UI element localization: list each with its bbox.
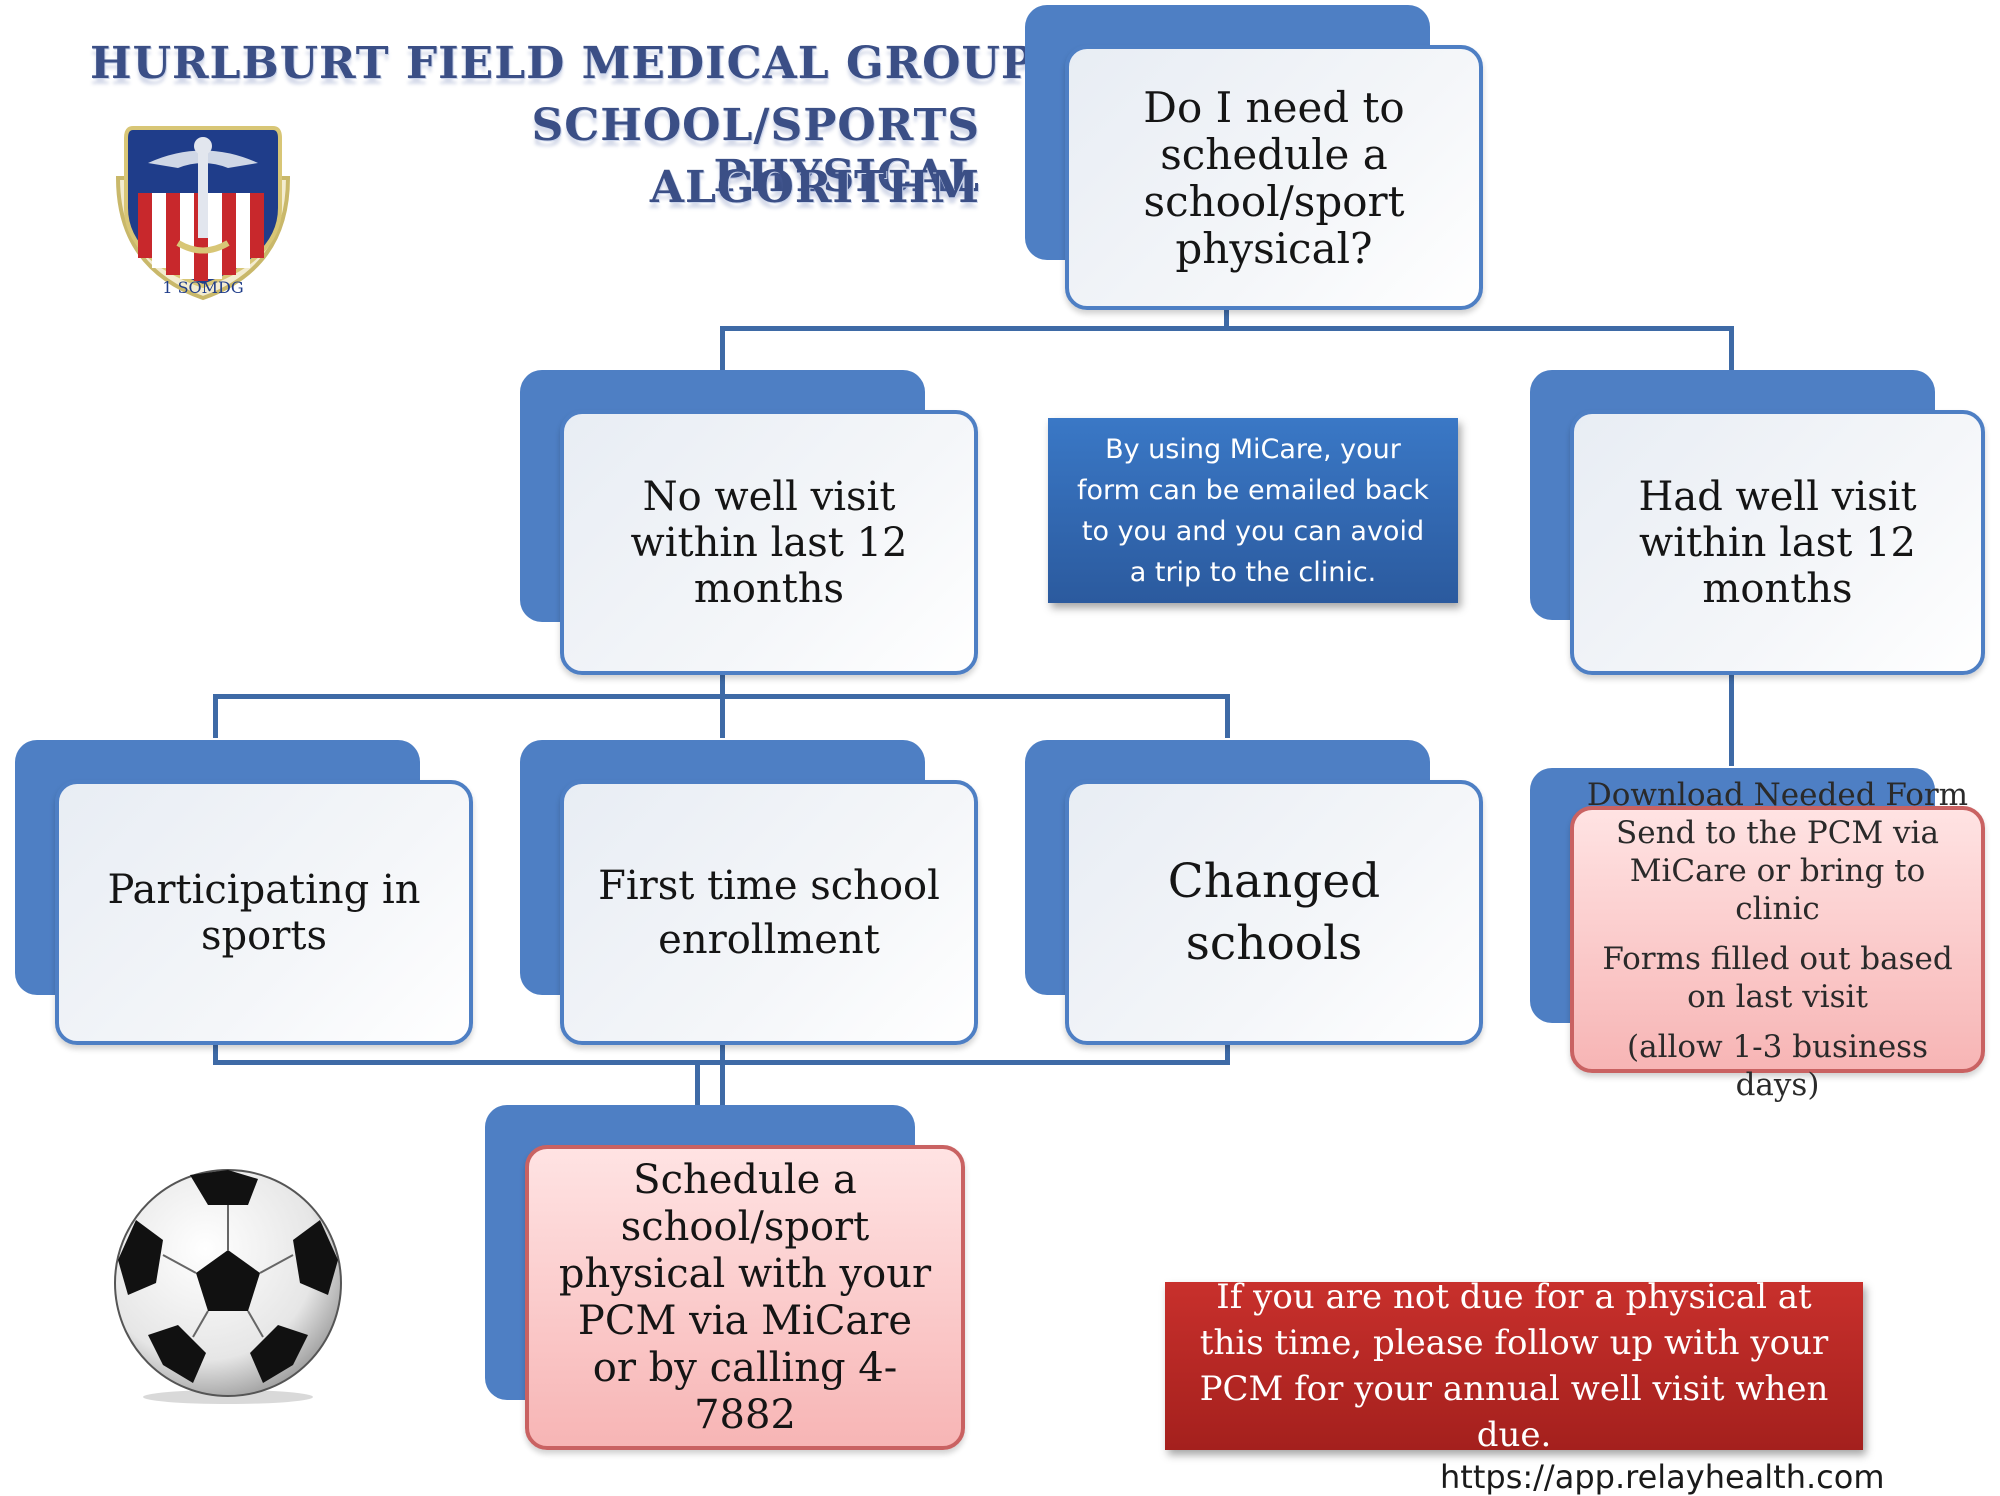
schedule-physical-text: Schedule a school/sport physical with yo…: [525, 1145, 965, 1450]
no-well-visit-node: No well visit within last 12 months: [520, 370, 978, 675]
sports-text: Participating in sports: [55, 780, 473, 1045]
schedule-physical-node: Schedule a school/sport physical with yo…: [485, 1105, 965, 1450]
first-time-enrollment-text: First time school enrollment: [560, 780, 978, 1045]
connector: [720, 1060, 725, 1105]
changed-schools-node: Changed schools: [1025, 740, 1483, 1045]
logo-text: 1 SOMDG: [162, 278, 243, 297]
title-line-2: SCHOOL/SPORTS PHYSICAL: [531, 100, 980, 202]
title-line-1: HURLBURT FIELD MEDICAL GROUP: [90, 38, 1035, 89]
question-node: Do I need to schedule a school/sport phy…: [1025, 5, 1483, 310]
title-line-3: ALGORITHM: [649, 162, 980, 213]
no-well-visit-text: No well visit within last 12 months: [560, 410, 978, 675]
connector: [1225, 1040, 1230, 1065]
connector: [720, 326, 1734, 331]
had-well-visit-text: Had well visit within last 12 months: [1570, 410, 1985, 675]
connector: [720, 670, 725, 698]
connector: [213, 694, 218, 738]
soccer-ball-icon: [114, 1169, 342, 1404]
first-time-enrollment-node: First time school enrollment: [520, 740, 978, 1045]
download-form-content: Download Needed Form Send to the PCM via…: [1570, 777, 1985, 1103]
footer-url[interactable]: https://app.relayhealth.com: [1440, 1458, 1885, 1496]
forms-based-on-last-visit-text: Forms filled out based on last visit: [1602, 940, 1953, 1015]
had-well-visit-node: Had well visit within last 12 months: [1530, 370, 1985, 675]
notice-box: If you are not due for a physical at thi…: [1165, 1277, 1863, 1455]
connector: [720, 326, 725, 374]
download-form-node: Download Needed Form Send to the PCM via…: [1530, 768, 1985, 1103]
connector: [1224, 300, 1229, 330]
sports-node: Participating in sports: [15, 740, 473, 1045]
shield-emblem-icon: 1 SOMDG: [115, 126, 291, 301]
changed-schools-text: Changed schools: [1065, 780, 1483, 1045]
connector: [1225, 694, 1230, 738]
connector: [1729, 666, 1734, 766]
connector: [1729, 326, 1734, 374]
question-text: Do I need to schedule a school/sport phy…: [1065, 45, 1483, 310]
connector: [213, 1040, 218, 1065]
download-form-text: Download Needed Form Send to the PCM via…: [1586, 776, 1969, 927]
connector: [720, 694, 725, 738]
business-days-text: (allow 1-3 business days): [1627, 1028, 1928, 1103]
info-box: By using MiCare, your form can be emaile…: [1048, 418, 1458, 603]
connector: [695, 1060, 700, 1105]
connector: [720, 1040, 725, 1065]
